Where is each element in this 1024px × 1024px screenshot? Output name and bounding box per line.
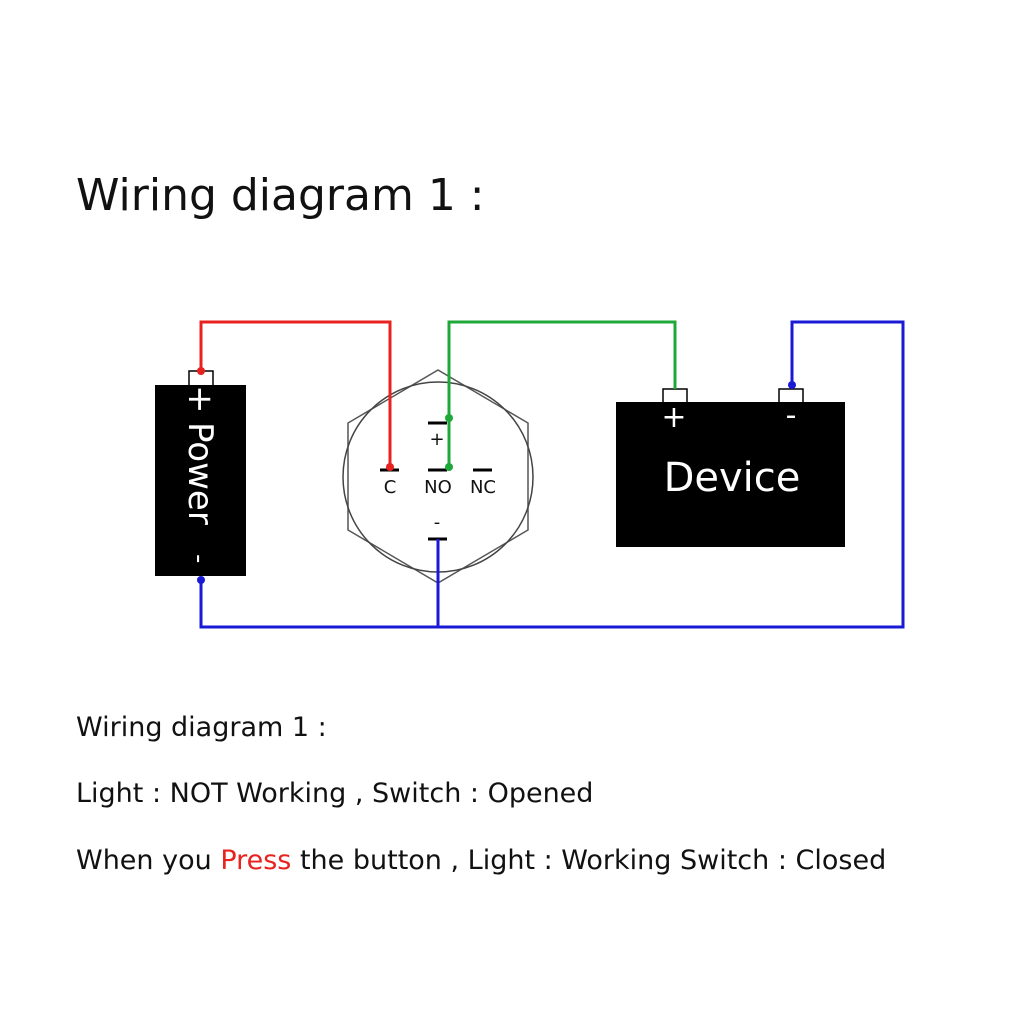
terminal-no-label: NO <box>424 477 452 498</box>
green-wire <box>447 320 677 467</box>
device-label: Device <box>664 455 801 501</box>
power-plus-label: + <box>180 385 220 414</box>
device-minus-label: - <box>786 398 797 433</box>
terminal-c-label: C <box>384 477 397 498</box>
caption-state-open: Light : NOT Working , Switch : Opened <box>76 778 594 809</box>
power-body <box>155 385 246 576</box>
power-label: Power <box>180 422 220 525</box>
blue-wire-node-power <box>197 576 205 584</box>
red-wire-node-power <box>197 367 205 375</box>
green-wire-node-plus <box>445 414 453 422</box>
terminal-minus-label: - <box>434 512 441 533</box>
blue-wire <box>199 320 905 629</box>
device-plus-label: + <box>661 400 686 435</box>
device-body <box>616 402 845 547</box>
caption-pre: When you <box>76 845 221 876</box>
terminal-plus-label: + <box>429 429 444 450</box>
caption-state-pressed: When you Press the button , Light : Work… <box>76 845 886 876</box>
terminal-nc-label: NC <box>470 477 496 498</box>
device: + - Device <box>616 388 845 547</box>
green-wire-node-no <box>445 463 453 471</box>
caption-post: the button , Light : Working Switch : Cl… <box>291 845 887 876</box>
page-title: Wiring diagram 1 : <box>76 170 485 221</box>
blue-wire-node-device <box>788 381 796 389</box>
red-wire-node-c <box>386 463 394 471</box>
power-supply: + Power - <box>155 370 246 576</box>
caption-press-highlight: Press <box>220 845 292 876</box>
power-minus-label: - <box>184 554 214 563</box>
caption-title: Wiring diagram 1 : <box>76 712 327 743</box>
red-wire <box>199 320 392 467</box>
